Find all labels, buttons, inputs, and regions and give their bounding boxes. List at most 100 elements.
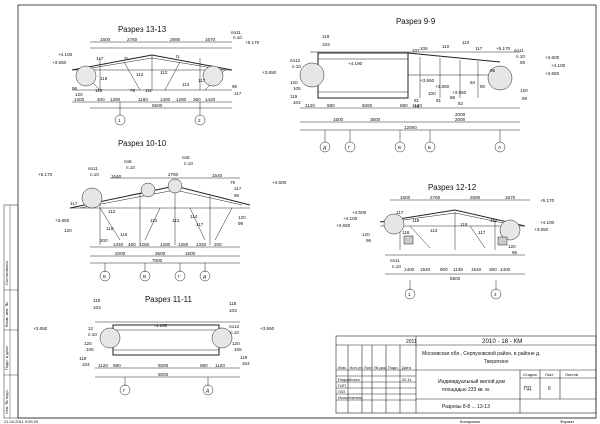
svg-text:118: 118: [460, 222, 468, 227]
svg-text:+3.650: +3.650: [262, 70, 277, 75]
svg-text:1670: 1670: [505, 195, 516, 200]
svg-text:117: 117: [475, 46, 483, 51]
svg-text:105: 105: [86, 347, 94, 352]
svg-text:112: 112: [108, 209, 116, 214]
svg-text:120: 120: [362, 232, 370, 237]
svg-text:116: 116: [402, 230, 410, 235]
svg-text:по11: по11: [390, 258, 400, 263]
svg-text:112: 112: [136, 72, 144, 77]
svg-text:200: 200: [214, 242, 222, 247]
year: 2011: [406, 339, 417, 345]
section-10-10: Разрез 10-10 по11 п.10 по8 п.10 по5 п.10: [38, 139, 287, 282]
svg-text:81: 81: [436, 98, 442, 103]
svg-text:п.10: п.10: [126, 165, 135, 170]
svg-text:2690: 2690: [470, 195, 481, 200]
svg-text:96: 96: [72, 86, 78, 91]
project-code: 2010 - 18 - КМ: [482, 338, 522, 345]
svg-text:117: 117: [396, 210, 404, 215]
svg-text:по12: по12: [290, 58, 301, 63]
svg-text:98: 98: [522, 96, 528, 101]
svg-text:104: 104: [242, 361, 250, 366]
svg-text:119: 119: [412, 218, 420, 223]
svg-text:+3.650: +3.650: [55, 218, 70, 223]
svg-text:116: 116: [106, 226, 114, 231]
svg-text:Дата: Дата: [402, 365, 412, 370]
svg-text:Г: Г: [123, 388, 126, 393]
stamp-replace: Взам. инв. №: [4, 302, 9, 327]
svg-text:116: 116: [120, 232, 128, 237]
address-line-2: Тверитино: [484, 359, 509, 365]
svg-text:ГАП: ГАП: [338, 389, 346, 394]
address-line-1: Московская обл., Серпуховской район, в р…: [422, 350, 540, 357]
svg-text:по5: по5: [182, 155, 190, 160]
svg-text:1540: 1540: [212, 173, 223, 178]
svg-text:В: В: [398, 145, 401, 150]
svg-text:117: 117: [198, 78, 206, 83]
svg-text:119: 119: [79, 356, 87, 361]
svg-text:1120: 1120: [305, 103, 315, 108]
svg-text:111: 111: [145, 88, 152, 93]
svg-text:п.10: п.10: [230, 330, 239, 335]
svg-text:1500: 1500: [185, 251, 196, 256]
svg-text:117: 117: [234, 91, 242, 96]
svg-text:+4.100: +4.100: [343, 216, 358, 221]
svg-text:+4.190: +4.190: [348, 61, 363, 66]
svg-text:1600: 1600: [400, 195, 411, 200]
copied-label: Копировал: [460, 419, 481, 424]
svg-text:Подп.: Подп.: [388, 365, 399, 370]
svg-text:480: 480: [128, 242, 136, 247]
svg-text:118: 118: [229, 301, 237, 306]
svg-text:1135: 1135: [453, 267, 463, 272]
svg-text:+3.650: +3.650: [33, 326, 48, 331]
svg-text:1420: 1420: [205, 97, 216, 102]
svg-text:360: 360: [193, 97, 201, 102]
svg-text:по8: по8: [124, 159, 132, 164]
svg-text:113: 113: [182, 82, 190, 87]
svg-text:1540: 1540: [471, 267, 482, 272]
svg-text:1280: 1280: [178, 242, 189, 247]
svg-text:2760: 2760: [127, 37, 138, 42]
svg-text:3500: 3500: [370, 117, 381, 122]
svg-text:2000: 2000: [455, 112, 466, 117]
svg-text:120: 120: [84, 341, 92, 346]
svg-text:104: 104: [293, 100, 301, 105]
svg-text:113: 113: [172, 218, 180, 223]
section-13-13: Разрез 13-13 1600 2760 2690 1670 по11 п.…: [52, 25, 260, 126]
svg-text:1160: 1160: [138, 97, 148, 102]
svg-text:+3.650: +3.650: [435, 84, 450, 89]
svg-text:t1: t1: [176, 54, 180, 59]
svg-text:2690: 2690: [170, 37, 181, 42]
svg-text:+4.180: +4.180: [153, 323, 168, 328]
svg-text:112: 112: [490, 218, 498, 223]
svg-text:Б: Б: [428, 145, 431, 150]
svg-text:5000: 5000: [158, 363, 169, 368]
svg-text:+3.650: +3.650: [260, 326, 275, 331]
svg-text:Б: Б: [103, 274, 106, 279]
svg-text:103: 103: [229, 308, 237, 313]
svg-text:82: 82: [458, 101, 464, 106]
svg-text:+3.650: +3.650: [545, 71, 560, 76]
svg-text:104: 104: [82, 362, 90, 367]
svg-text:п.10: п.10: [184, 161, 193, 166]
svg-text:Исполнитель: Исполнитель: [338, 395, 362, 400]
section-9-9: Разрез 9-9 118 103 107 106 110 110 1: [262, 17, 566, 153]
svg-text:2: 2: [494, 292, 497, 297]
svg-text:117: 117: [96, 56, 104, 61]
svg-text:+5.170: +5.170: [540, 198, 555, 203]
svg-text:1400: 1400: [500, 267, 511, 272]
svg-text:1400: 1400: [404, 267, 415, 272]
svg-text:+3.650: +3.650: [420, 78, 435, 83]
svg-text:95: 95: [490, 68, 496, 73]
svg-text:по12: по12: [229, 324, 240, 329]
svg-text:2760: 2760: [430, 195, 441, 200]
svg-text:200: 200: [100, 238, 108, 243]
svg-text:+3.650: +3.650: [534, 227, 549, 232]
svg-text:84: 84: [470, 80, 476, 85]
svg-text:+4.100: +4.100: [58, 52, 73, 57]
svg-text:117: 117: [196, 222, 204, 227]
svg-text:88: 88: [450, 95, 456, 100]
svg-text:п.10: п.10: [392, 264, 401, 269]
svg-text:+4.600: +4.600: [545, 55, 560, 60]
svg-text:100: 100: [428, 91, 436, 96]
